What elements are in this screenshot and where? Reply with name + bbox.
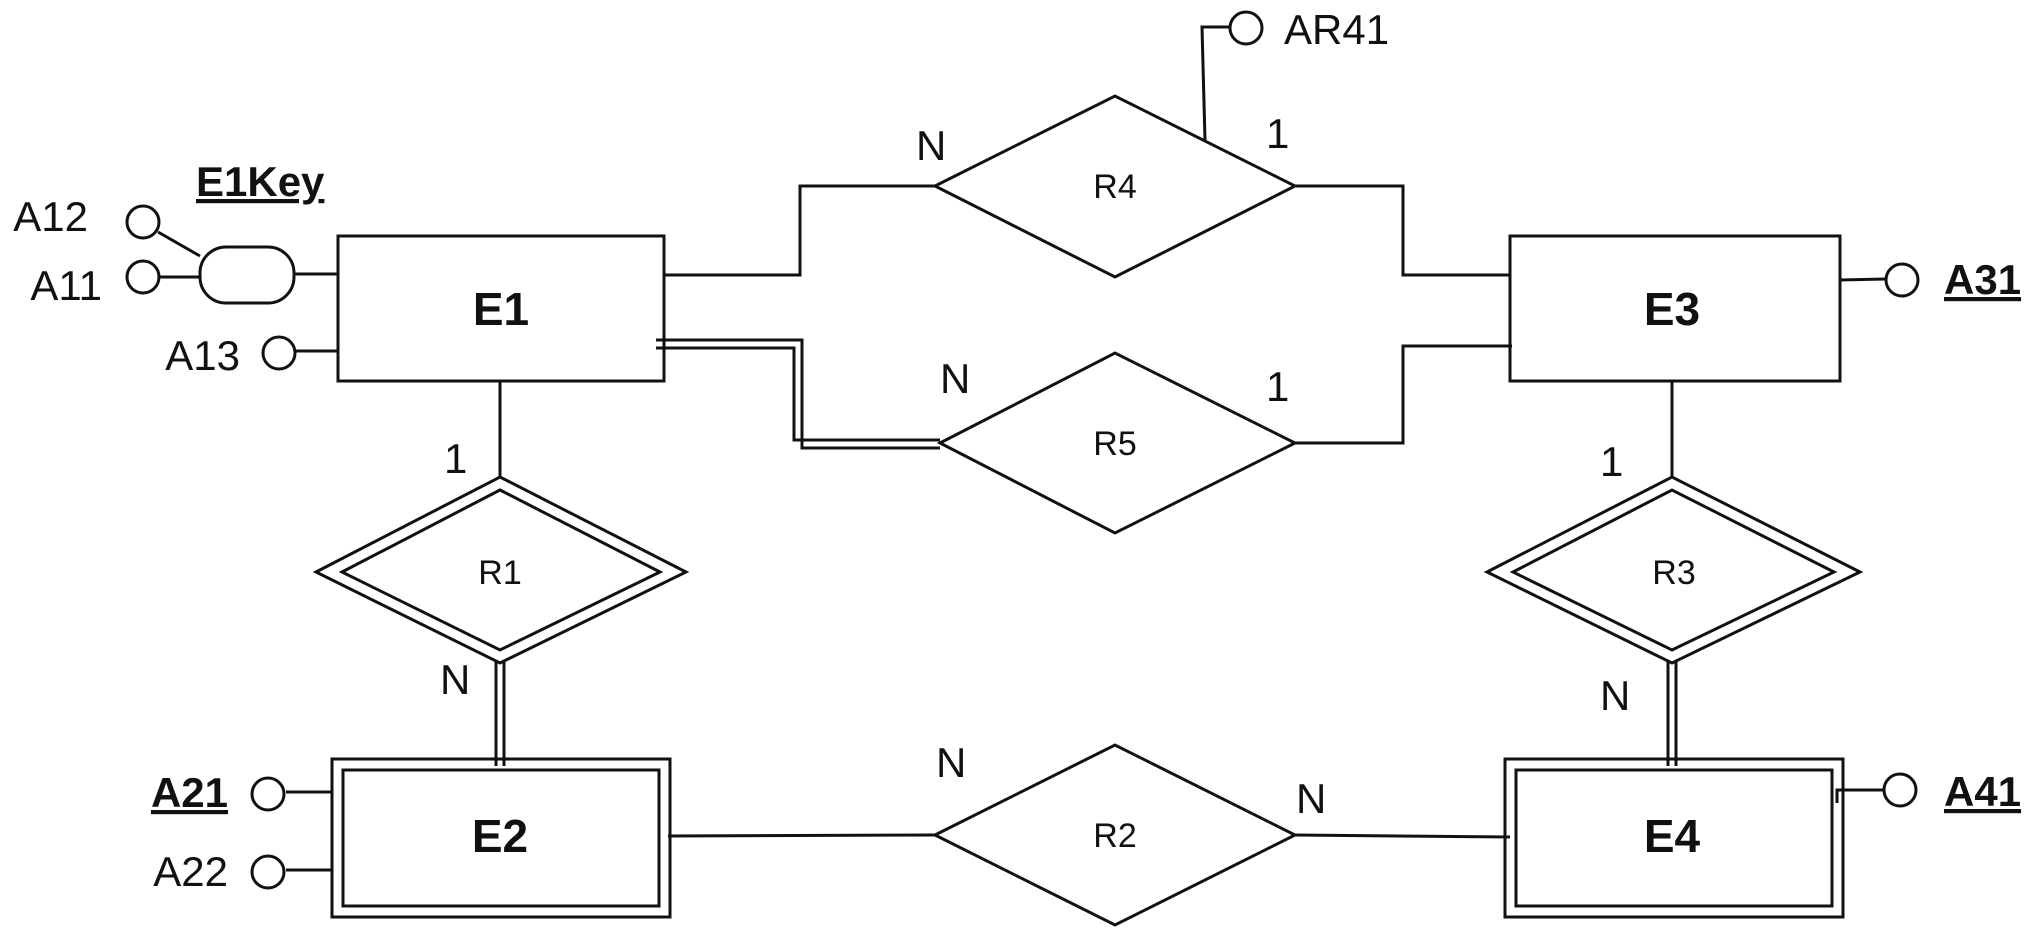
attribute-a21-label: A21 — [151, 769, 228, 816]
connector-e4-a41 — [1835, 788, 1884, 803]
attribute-a31-key: A31 — [1884, 256, 2021, 303]
cardinality-r1-e2: N — [440, 656, 470, 703]
entity-e2-label: E2 — [472, 810, 528, 862]
relationship-r2: R2 — [931, 743, 1299, 927]
attribute-a41-label: A41 — [1944, 768, 2021, 815]
attribute-a21-key: A21 — [151, 769, 286, 816]
attribute-a11: A11 — [30, 259, 161, 309]
attribute-a22: A22 — [153, 848, 286, 895]
relationship-r4-label: R4 — [1093, 168, 1136, 206]
relationship-r5: R5 — [936, 351, 1299, 535]
cardinality-r2-e2: N — [936, 739, 966, 786]
connector-e1-r5-outer — [656, 338, 940, 450]
relationship-r2-label: R2 — [1093, 817, 1136, 855]
connector-e1-r4 — [665, 184, 935, 277]
attribute-ar41-label: AR41 — [1284, 6, 1389, 53]
connector-e1-r5-inner — [656, 346, 940, 442]
cardinality-r1-e1: 1 — [444, 435, 467, 482]
relationship-r5-label: R5 — [1093, 425, 1136, 463]
connector-e3-a31 — [1839, 277, 1886, 282]
entity-e4-weak: E4 — [1503, 757, 1845, 919]
entity-e4-label: E4 — [1644, 810, 1701, 862]
entity-e1-label: E1 — [473, 283, 529, 335]
relationship-r1-identifying: R1 — [312, 475, 690, 665]
attribute-a12-label: A12 — [13, 193, 88, 240]
relationship-r4: R4 — [931, 94, 1299, 279]
cardinality-r5-e3: 1 — [1266, 363, 1289, 410]
connector-r4-e3 — [1295, 184, 1510, 277]
cardinality-r4-e1: N — [916, 122, 946, 169]
connector-r4-ar41 — [1200, 25, 1230, 141]
relationship-r3-label: R3 — [1652, 554, 1695, 592]
connector-r5-e3 — [1295, 344, 1512, 445]
entity-e2-weak: E2 — [330, 757, 672, 919]
attribute-a22-label: A22 — [153, 848, 228, 895]
entity-e3: E3 — [1508, 234, 1842, 383]
attribute-ar41: AR41 — [1228, 6, 1389, 53]
entity-e3-label: E3 — [1644, 283, 1700, 335]
cardinality-r2-e4: N — [1296, 775, 1326, 822]
attribute-a31-label: A31 — [1944, 256, 2021, 303]
attribute-a13-label: A13 — [165, 332, 240, 379]
cardinality-r3-e3: 1 — [1600, 438, 1623, 485]
relationship-r1-label: R1 — [478, 554, 521, 592]
relationship-r3-identifying: R3 — [1483, 475, 1864, 665]
attribute-a41-key: A41 — [1882, 768, 2021, 815]
cardinality-r3-e4: N — [1600, 672, 1630, 719]
attribute-a12: A12 — [13, 193, 161, 240]
attribute-e1key-composite: E1Key — [196, 158, 325, 305]
attribute-a11-label: A11 — [30, 262, 102, 309]
connector-r2-e4 — [1294, 833, 1511, 839]
attribute-a13: A13 — [165, 332, 297, 379]
connector-e2-r2 — [667, 833, 936, 838]
connector-e1key-a12 — [157, 230, 201, 258]
attribute-e1key-label: E1Key — [196, 158, 325, 205]
cardinality-r5-e1: N — [940, 355, 970, 402]
cardinality-r4-e3: 1 — [1266, 110, 1289, 157]
entity-e1: E1 — [336, 234, 666, 383]
